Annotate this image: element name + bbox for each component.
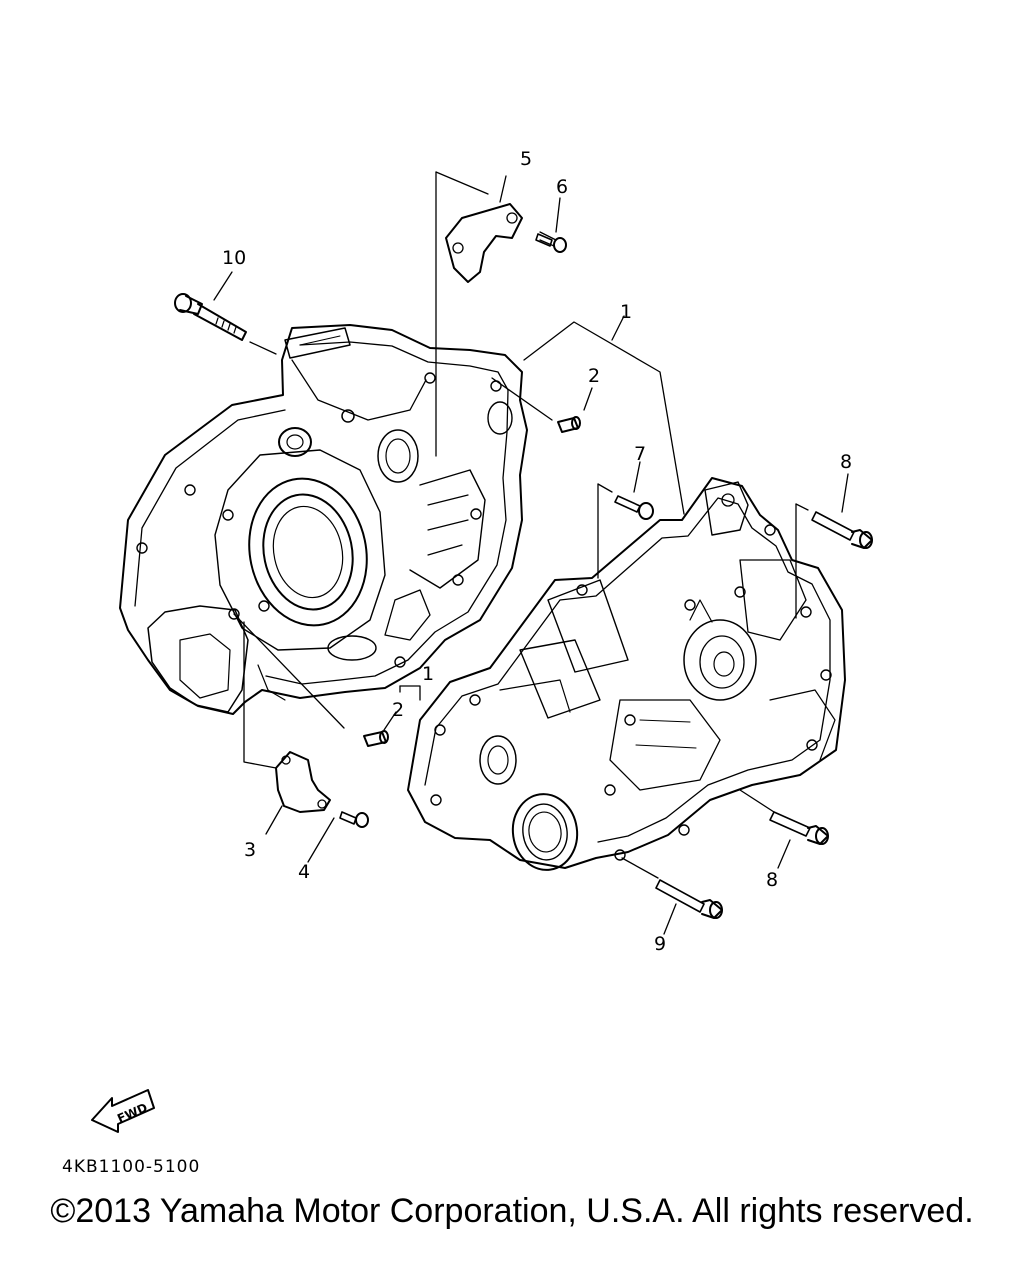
- bolt-9: [655, 879, 723, 919]
- callout-1-lower: 1: [422, 663, 434, 685]
- plate-3: [275, 751, 331, 813]
- callout-9: 9: [654, 933, 666, 955]
- callout-2-lower: 2: [392, 699, 404, 721]
- screw-6: [535, 231, 567, 253]
- screw-4: [339, 811, 369, 828]
- dowel-pin-2-upper: [557, 416, 581, 433]
- callout-5: 5: [520, 148, 532, 170]
- callout-10: 10: [222, 247, 246, 269]
- callout-7: 7: [634, 443, 646, 465]
- leader-lines: [213, 171, 849, 935]
- dowel-pin-2-lower: [363, 730, 389, 747]
- bolt-10: [174, 293, 247, 341]
- fwd-label: FWD: [115, 1100, 149, 1126]
- copyright-notice: ©2013 Yamaha Motor Corporation, U.S.A. A…: [50, 1192, 974, 1230]
- bolt-7: [614, 495, 654, 520]
- plate-5: [445, 203, 523, 283]
- callout-4: 4: [298, 861, 310, 883]
- part-code: 4KB1100-5100: [62, 1157, 201, 1177]
- bolt-8-upper: [811, 511, 873, 549]
- callout-3: 3: [244, 839, 256, 861]
- callout-8-lower: 8: [766, 869, 778, 891]
- crankcase-left: [119, 324, 528, 715]
- callout-2-upper: 2: [588, 365, 600, 387]
- callout-6: 6: [556, 176, 568, 198]
- fwd-arrow-icon: FWD: [91, 1089, 155, 1133]
- callout-8-upper: 8: [840, 451, 852, 473]
- callout-1-upper: 1: [620, 301, 632, 323]
- crankcase-right: [407, 477, 846, 871]
- bolt-8-lower: [769, 811, 829, 845]
